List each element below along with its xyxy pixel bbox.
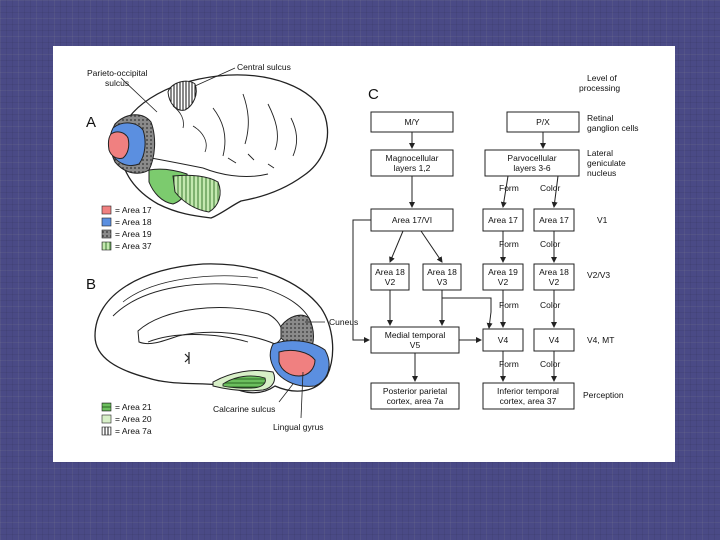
flow-arrows: [352, 132, 559, 382]
legend-top: = Area 17 = Area 18 = Area 19 = Area 37: [101, 205, 152, 251]
box-area18v2-2: V2: [385, 277, 396, 287]
color-label-2: Color: [540, 239, 560, 249]
box-px-text: P/X: [536, 117, 550, 127]
box-magno: [370, 149, 454, 177]
legend-area-21: = Area 21: [115, 402, 152, 412]
lateral-brain: [107, 67, 329, 219]
box-parietal-1: Posterior parietal: [383, 386, 447, 396]
form-label-1: Form: [499, 183, 519, 193]
box-magno-2: layers 1,2: [394, 163, 431, 173]
swatch-area-18: [101, 217, 112, 227]
box-parietal-2: cortex, area 7a: [387, 396, 444, 406]
color-label-4: Color: [540, 359, 560, 369]
swatch-area-7a: [101, 426, 112, 436]
flow-boxes: M/Y P/X Magnocellular layers 1,2 Parvoce…: [370, 111, 580, 410]
level-header-2: processing: [579, 83, 620, 93]
box-mt-2: V5: [410, 340, 421, 350]
form-label-2: Form: [499, 239, 519, 249]
level-retinal-2: ganglion cells: [587, 123, 639, 133]
panel-label-a: A: [86, 114, 96, 131]
box-mt: [370, 326, 460, 354]
box-mt-1: Medial temporal: [385, 330, 446, 340]
box-magno-1: Magnocellular: [386, 153, 439, 163]
stream-labels: Form Color Form Color Form Color Form Co…: [499, 183, 560, 369]
swatch-area-17: [101, 205, 112, 215]
level-column: Level of processing Retinal ganglion cel…: [579, 73, 639, 400]
box-parvo-1: Parvocellular: [507, 153, 556, 163]
swatch-area-19: [101, 229, 112, 239]
level-lgn-2: geniculate: [587, 158, 626, 168]
legend-area-17: = Area 17: [115, 205, 152, 215]
box-parietal: [370, 382, 460, 410]
box-inftemp: [482, 382, 575, 410]
label-parieto-occipital-2: sulcus: [105, 78, 129, 88]
legend-area-18: = Area 18: [115, 217, 152, 227]
box-area18v3-1: Area 18: [427, 267, 457, 277]
color-label-1: Color: [540, 183, 560, 193]
box-area18b: [533, 263, 575, 291]
legend-area-19: = Area 19: [115, 229, 152, 239]
figure-canvas: A Parieto-occipital sulcus Central sulcu…: [86, 62, 639, 436]
box-area17v1-text: Area 17/VI: [392, 215, 432, 225]
box-area17b-text: Area 17: [539, 215, 569, 225]
box-inftemp-2: cortex, area 37: [500, 396, 557, 406]
level-lgn-1: Lateral: [587, 148, 613, 158]
box-area18v3-2: V3: [437, 277, 448, 287]
level-v1: V1: [597, 215, 608, 225]
medial-brain: [94, 263, 334, 419]
box-area18v2: [370, 263, 410, 291]
box-my-text: M/Y: [404, 117, 419, 127]
panel-label-c: C: [368, 86, 379, 103]
box-parvo: [484, 149, 580, 177]
box-inftemp-1: Inferior temporal: [497, 386, 559, 396]
form-label-3: Form: [499, 300, 519, 310]
box-v4a-text: V4: [498, 335, 509, 345]
form-label-4: Form: [499, 359, 519, 369]
swatch-area-37: [101, 241, 112, 251]
box-area18v2-1: Area 18: [375, 267, 405, 277]
label-cuneus: Cuneus: [329, 317, 358, 327]
legend-area-37: = Area 37: [115, 241, 152, 251]
box-area19-2: V2: [498, 277, 509, 287]
label-parieto-occipital-1: Parieto-occipital: [87, 68, 148, 78]
box-area18b-1: Area 18: [539, 267, 569, 277]
slide: A Parieto-occipital sulcus Central sulcu…: [53, 46, 675, 462]
color-label-3: Color: [540, 300, 560, 310]
box-area17a-text: Area 17: [488, 215, 518, 225]
level-v2: V2/V3: [587, 270, 610, 280]
swatch-area-21: [101, 402, 112, 412]
swatch-area-20: [101, 414, 112, 424]
box-area19-1: Area 19: [488, 267, 518, 277]
label-lingual: Lingual gyrus: [273, 422, 324, 432]
legend-area-20: = Area 20: [115, 414, 152, 424]
level-retinal-1: Retinal: [587, 113, 614, 123]
level-lgn-3: nucleus: [587, 168, 616, 178]
box-parvo-2: layers 3-6: [513, 163, 551, 173]
level-v4: V4, MT: [587, 335, 614, 345]
legend-area-7a: = Area 7a: [115, 426, 152, 436]
box-v4b-text: V4: [549, 335, 560, 345]
panel-label-b: B: [86, 276, 96, 293]
box-area18b-2: V2: [549, 277, 560, 287]
level-perception: Perception: [583, 390, 624, 400]
label-calcarine: Calcarine sulcus: [213, 404, 275, 414]
label-central-sulcus: Central sulcus: [237, 62, 291, 72]
level-header-1: Level of: [587, 73, 617, 83]
legend-bottom: = Area 21 = Area 20 = Area 7a: [101, 402, 152, 436]
